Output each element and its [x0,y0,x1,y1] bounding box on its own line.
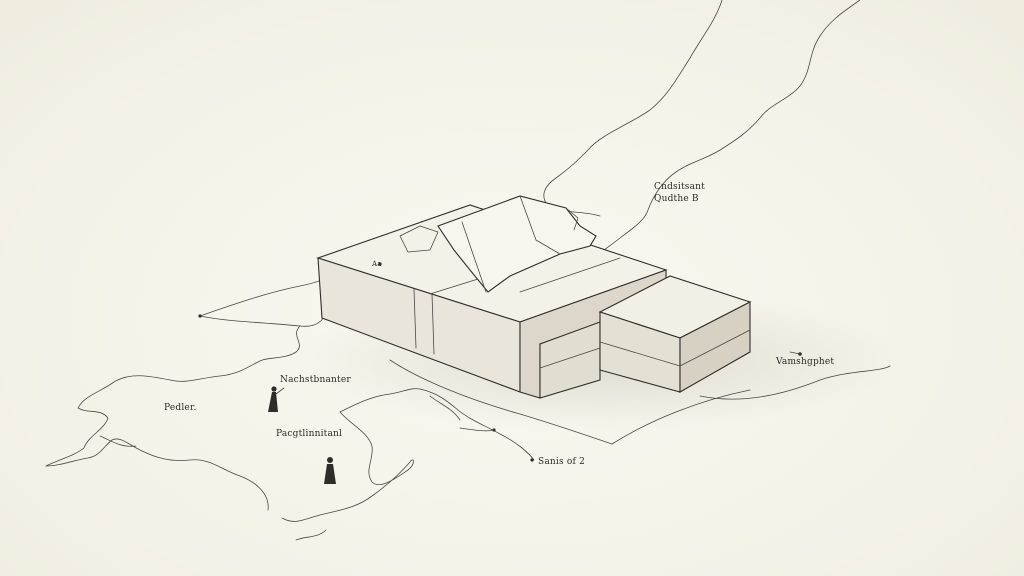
label-top-right-line1: Cndsitsant [654,182,705,192]
box-right-side [679,301,751,393]
annotation-leaders [198,262,802,462]
label-left-upper: Nachstbnanter [280,375,351,385]
label-left-far: Pedler. [164,403,197,413]
label-top-right-line2: Qudthe B [654,194,699,204]
box-block [316,195,752,399]
figure-person-2 [324,457,336,484]
label-left-lower: Pacgtlinnitanl [276,429,342,439]
label-box-tag: Aa [371,260,382,268]
coastline-southwest [45,325,535,541]
box-step-front [539,321,601,399]
figure-person-1 [268,386,285,412]
label-right: Vamshgphet [775,357,834,367]
coastline-northeast [543,0,861,259]
map-sheet [199,261,891,445]
label-bottom-center: Sanis of 2 [538,457,585,467]
